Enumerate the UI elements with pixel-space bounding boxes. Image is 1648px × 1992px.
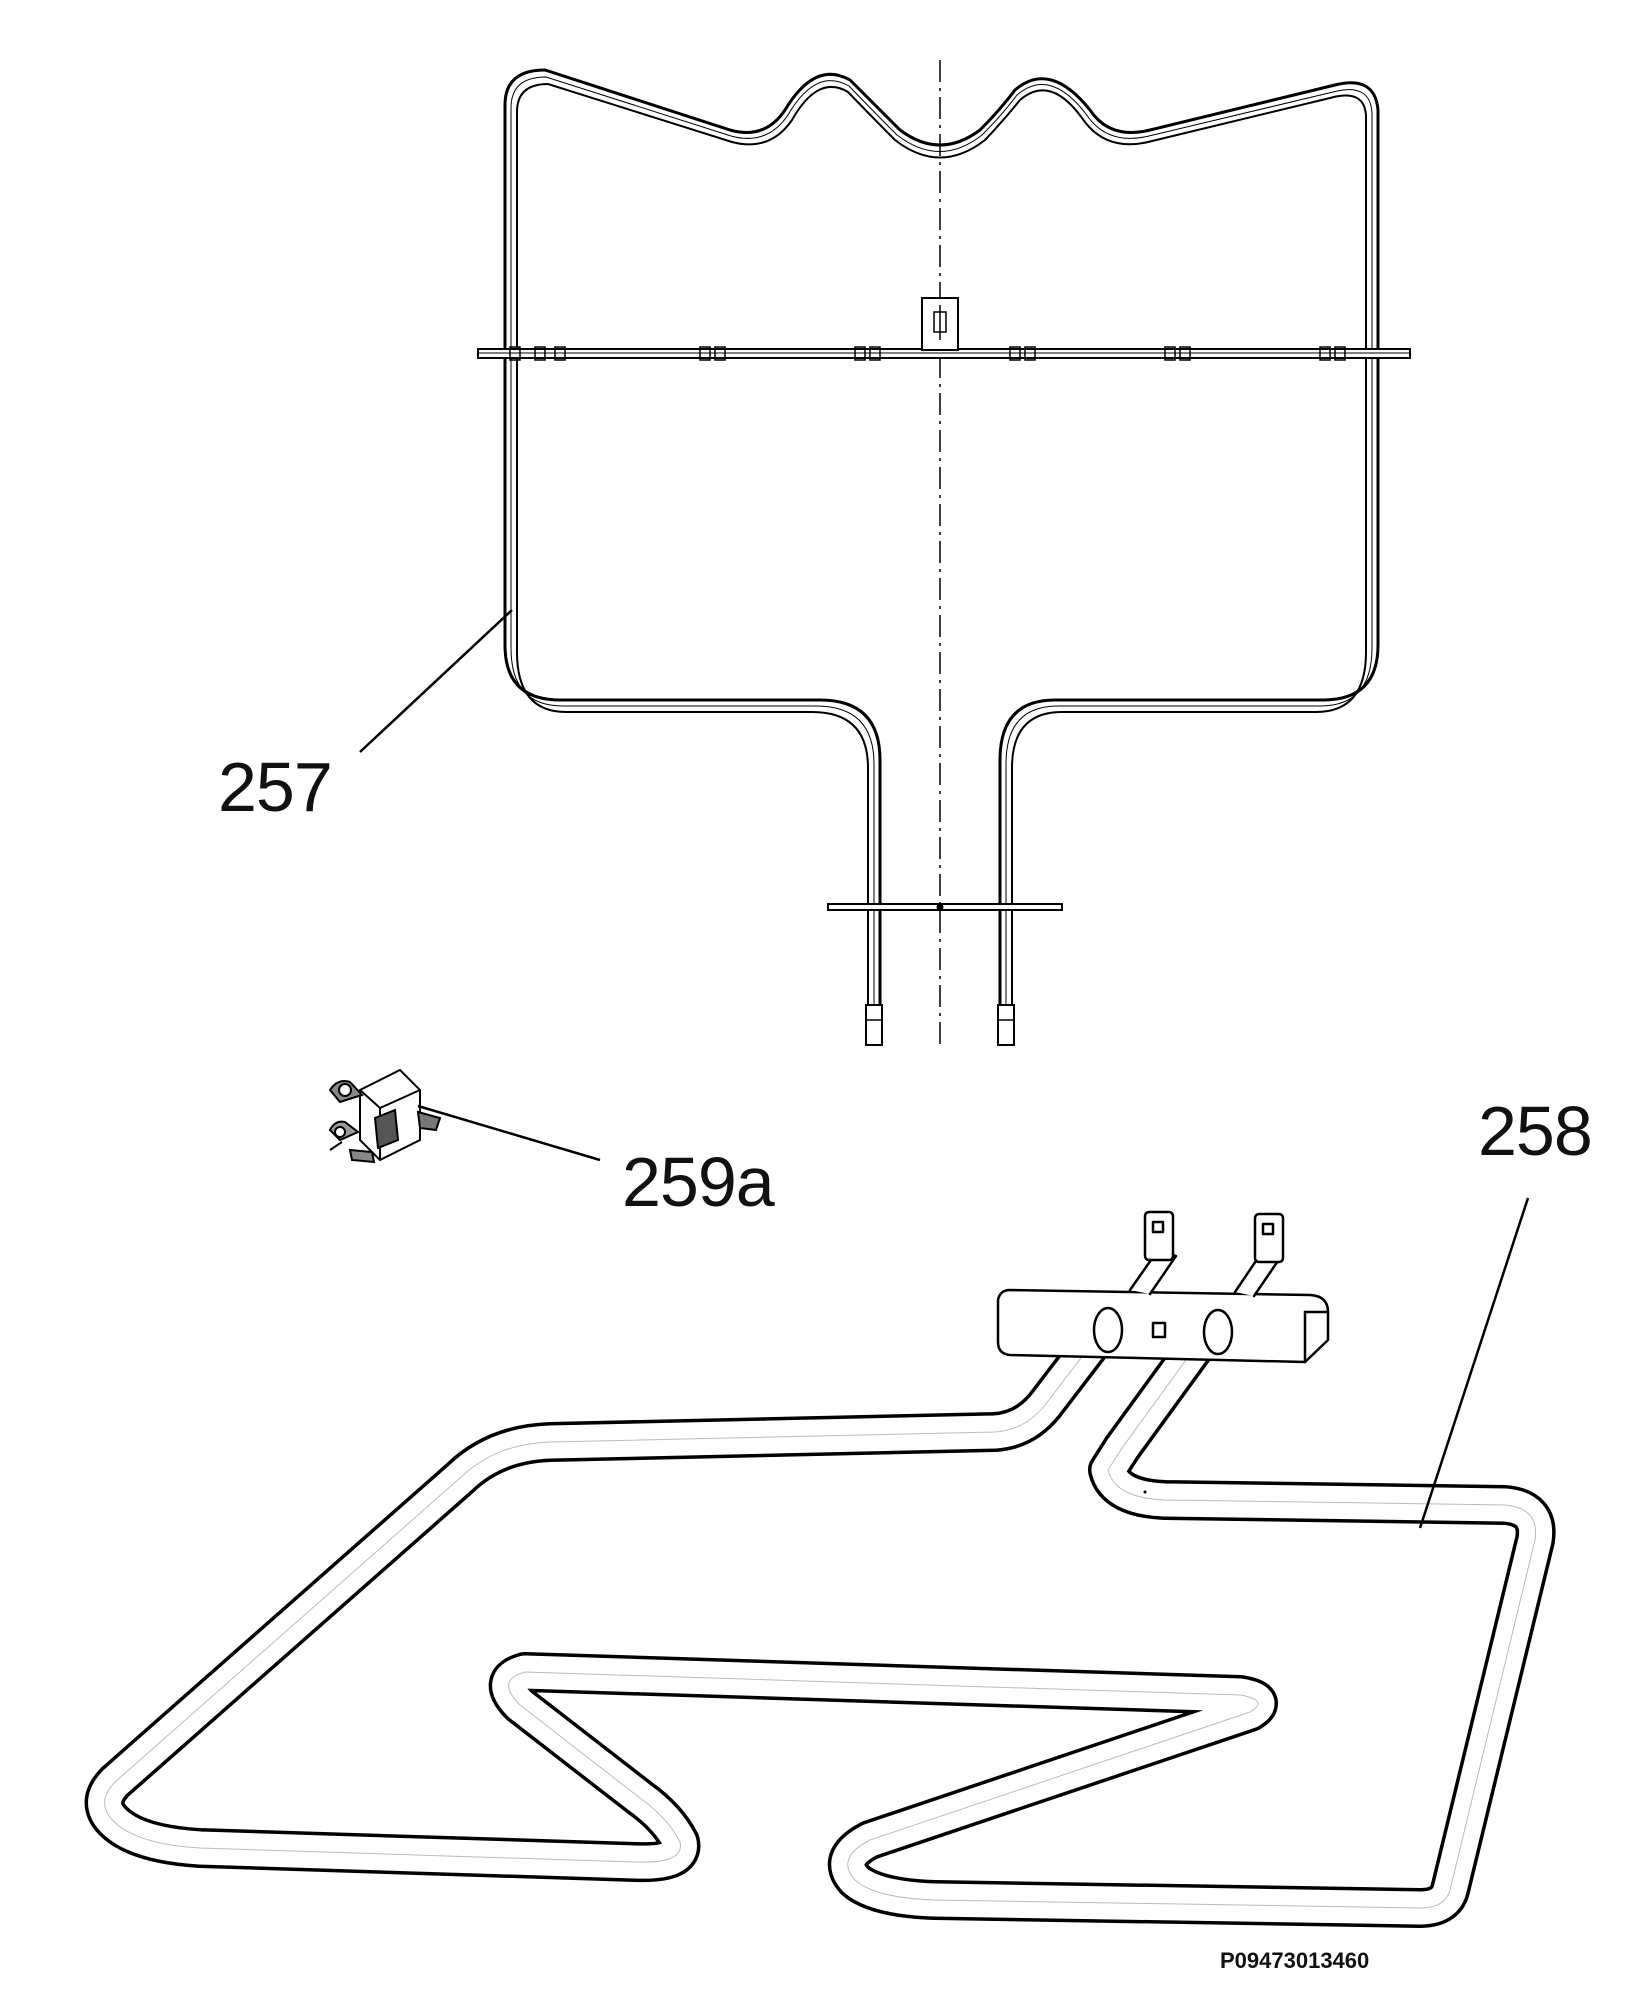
leader-line-259a — [417, 1104, 601, 1162]
leader-line-258 — [1418, 1197, 1530, 1529]
terminal-end-left — [865, 1004, 883, 1046]
reference-dot — [1143, 1490, 1147, 1494]
tube-centre-line — [104, 1319, 1537, 1909]
callout-259a: 259a — [622, 1143, 775, 1221]
lower-heating-element — [84, 1210, 1556, 1928]
support-bar-lower — [827, 903, 1063, 911]
tube-left-fill — [88, 1303, 1553, 1925]
leader-line-257 — [359, 609, 513, 753]
mounting-plate — [996, 1288, 1330, 1364]
drawing-id: P09473013460 — [1220, 1948, 1370, 1973]
callout-257: 257 — [218, 748, 333, 826]
thermostat-switch — [328, 1068, 442, 1164]
terminal-end-right — [997, 1004, 1015, 1046]
upper-heating-element — [477, 60, 1411, 1050]
callout-258: 258 — [1478, 1092, 1593, 1170]
centre-bracket — [921, 297, 959, 351]
element-tube-core — [510, 76, 1373, 1035]
element-tube-inner — [516, 82, 1367, 1035]
element-tube-outer — [503, 68, 1380, 1035]
terminal-pins — [1128, 1210, 1285, 1298]
